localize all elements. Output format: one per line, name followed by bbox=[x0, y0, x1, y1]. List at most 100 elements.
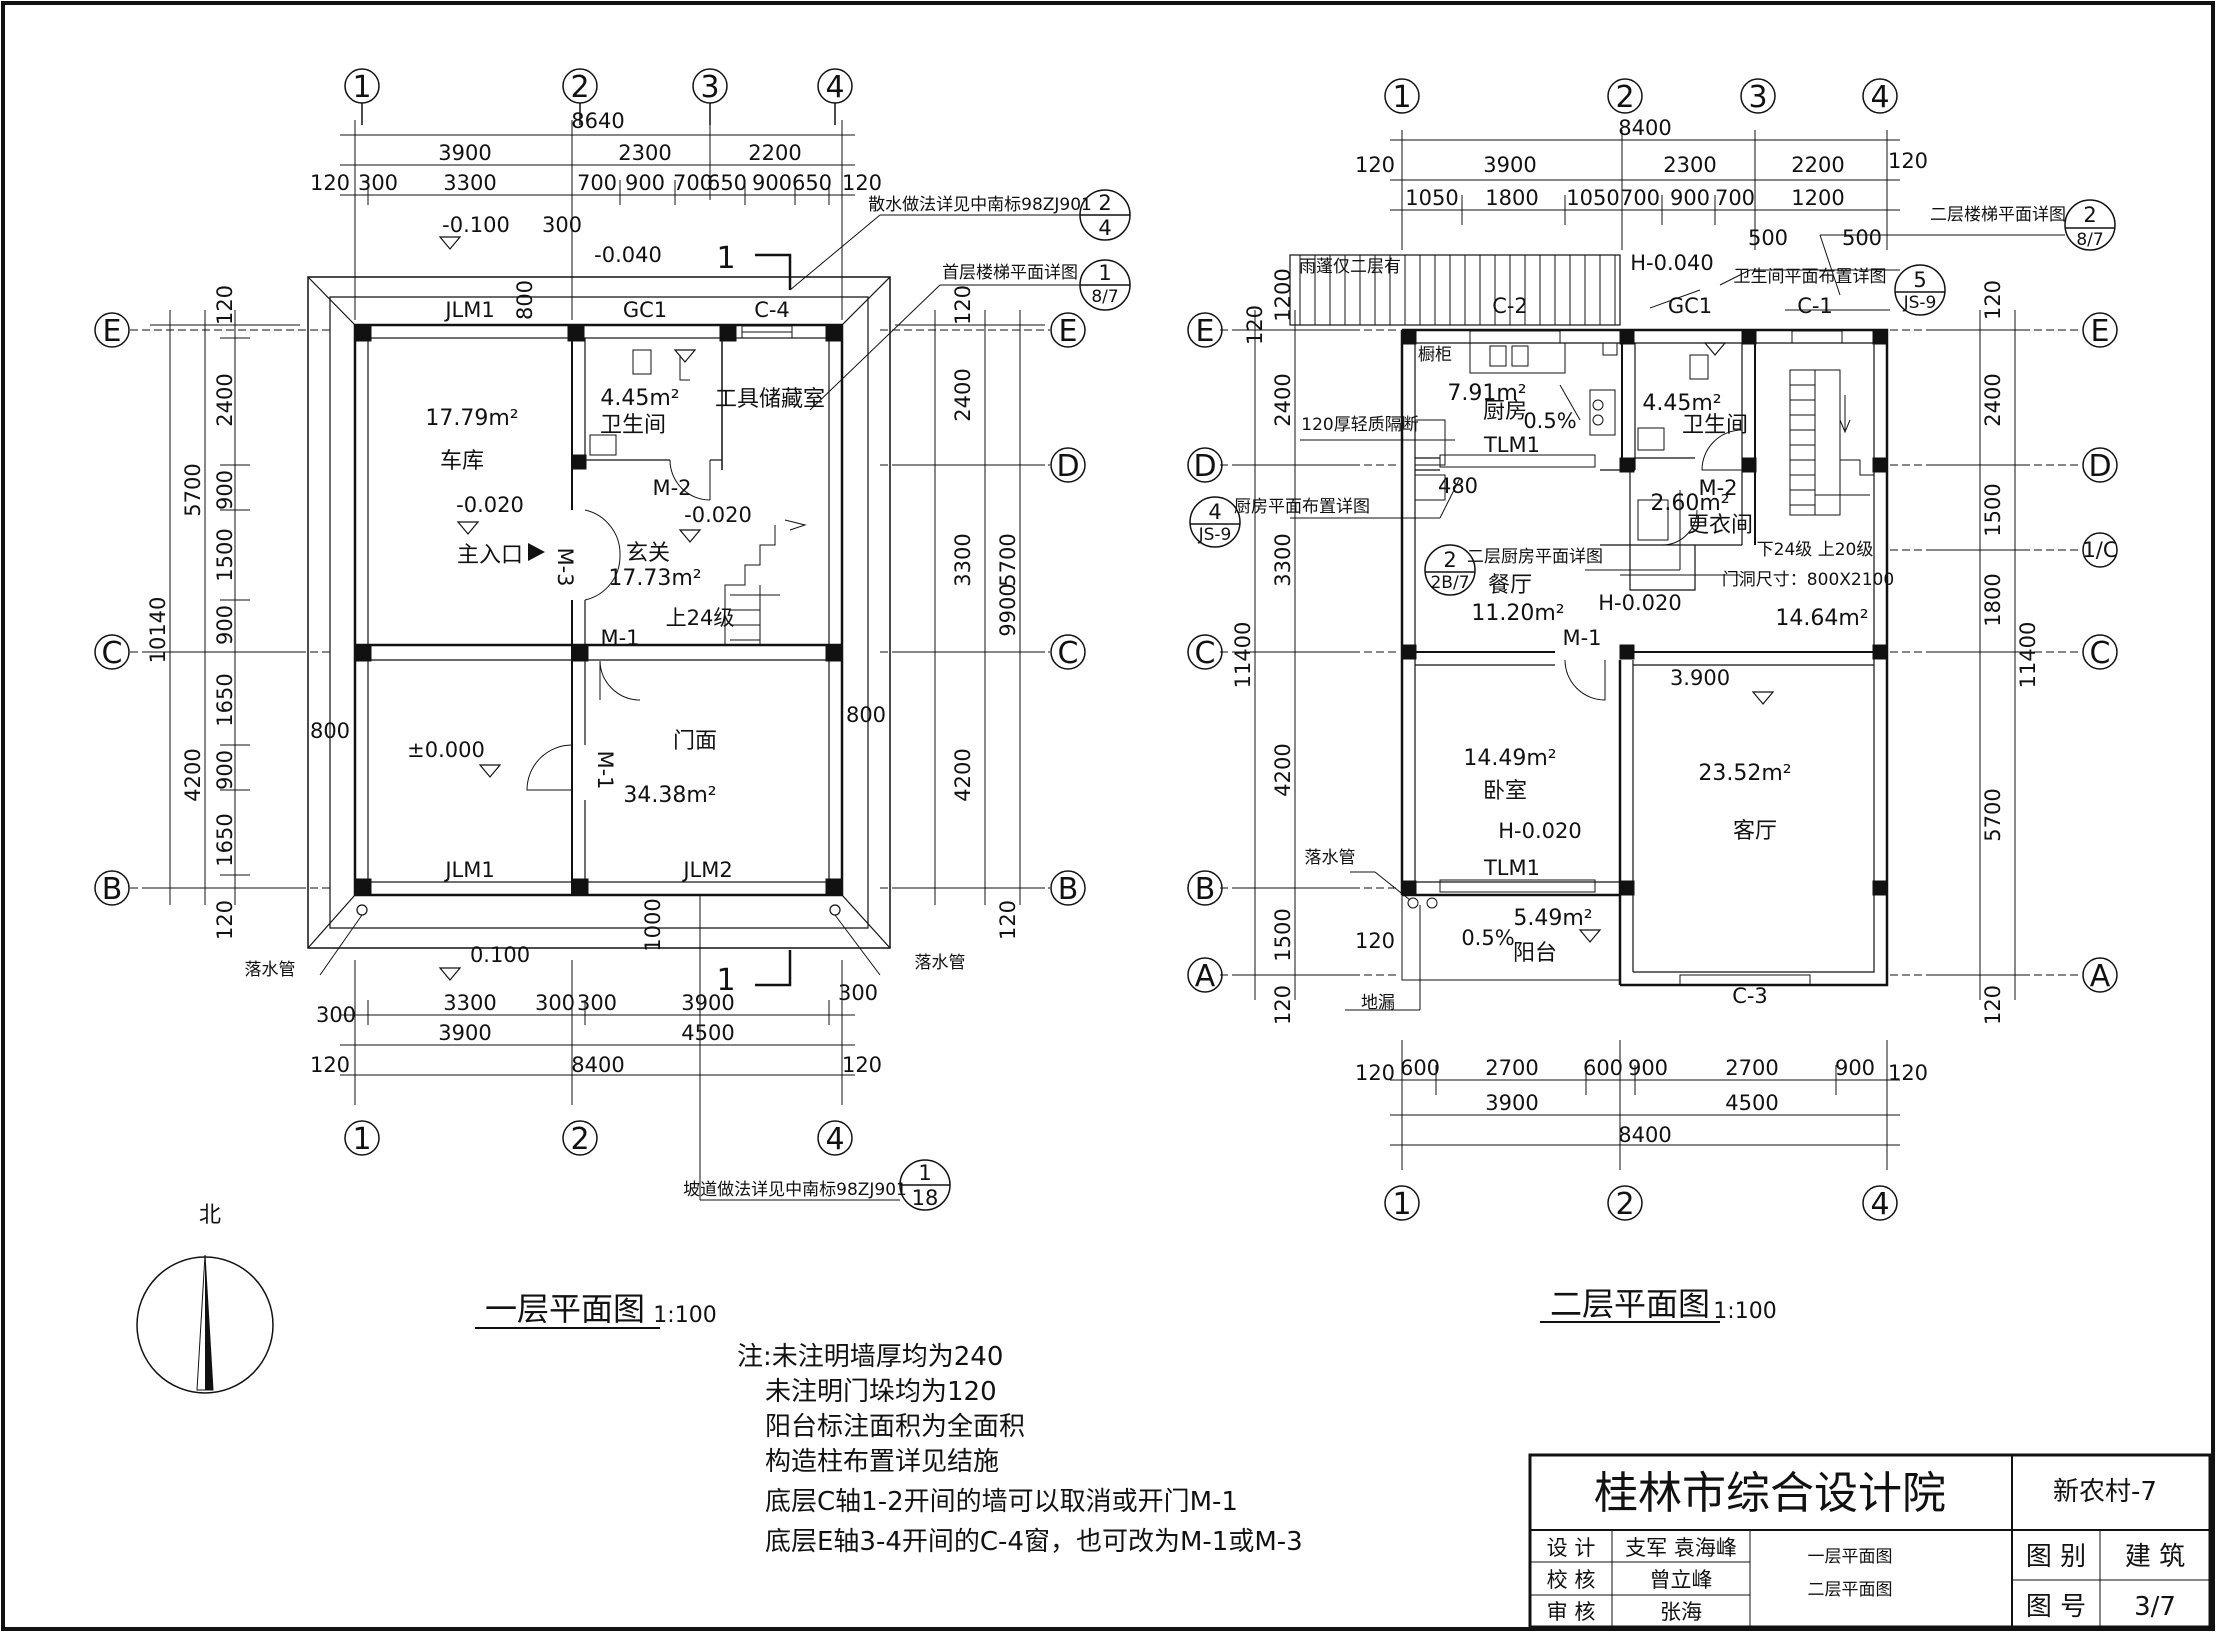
up-axis-right-C: C bbox=[2090, 636, 2111, 671]
up-dim-top-fine: 1200 bbox=[1791, 186, 1844, 210]
ref-top2-n: 1 bbox=[1098, 261, 1111, 285]
dim-right-fine: 120 bbox=[951, 285, 975, 325]
axis-bubble bbox=[344, 1120, 380, 1156]
axis-right-B: B bbox=[1058, 872, 1079, 907]
up-dim-500: 500 bbox=[1748, 226, 1788, 250]
dim-top-fine: 650 bbox=[707, 171, 747, 195]
elev-h020-dining: H-0.020 bbox=[1598, 591, 1682, 615]
up-axis-right-1C: 1/C bbox=[2082, 538, 2117, 562]
dim-top-fine: 900 bbox=[752, 171, 792, 195]
axis-bubble bbox=[1187, 447, 1223, 483]
axis-bubble bbox=[1050, 447, 1086, 483]
elev-top-left: -0.100 bbox=[442, 213, 510, 237]
dim-top-total: 8640 bbox=[571, 109, 624, 133]
foyer-name: 玄关 bbox=[626, 541, 670, 566]
up-dim-left-fine: 1500 bbox=[1271, 908, 1295, 961]
dim-top-fine: 700 bbox=[577, 171, 617, 195]
up-door-m1: M-1 bbox=[1562, 626, 1601, 650]
up-dim-left-fine: 120 bbox=[1271, 985, 1295, 1025]
ref-bath-note: 卫生间平面布置详图 bbox=[1734, 267, 1887, 287]
elev-top-mid: -0.040 bbox=[594, 243, 662, 267]
axis-bubble bbox=[2082, 634, 2118, 670]
reviewer-name: 张海 bbox=[1660, 1600, 1702, 1624]
up-dim-500: 500 bbox=[1842, 226, 1882, 250]
dim-left-fine: 1650 bbox=[213, 673, 237, 726]
dim-left-fine: 1650 bbox=[213, 813, 237, 866]
axis-right-C: C bbox=[1058, 636, 1079, 671]
up-axis-left-A: A bbox=[1195, 959, 1216, 994]
dim-120-balcony: 120 bbox=[1355, 929, 1395, 953]
dim-480: 480 bbox=[1438, 474, 1478, 498]
up-axis-bottom-4: 4 bbox=[1870, 1187, 1889, 1222]
up-axis-top-1: 1 bbox=[1392, 80, 1411, 115]
dim-bottom-end: 120 bbox=[842, 1053, 882, 1077]
axis-bubble bbox=[1050, 312, 1086, 348]
dim-left-fine: 2400 bbox=[213, 373, 237, 426]
up-dim-left-fine: 4200 bbox=[1271, 743, 1295, 796]
up-dim-right-fine: 5700 bbox=[1981, 788, 2005, 841]
stair-area: 14.64m² bbox=[1775, 606, 1868, 631]
balcony-area: 5.49m² bbox=[1513, 906, 1592, 931]
axis-bubble bbox=[94, 634, 130, 670]
canopy-note: 雨蓬仅二层有 bbox=[1299, 257, 1401, 277]
axis-bubble bbox=[1862, 1185, 1898, 1221]
number-value: 3/7 bbox=[2134, 1592, 2176, 1622]
ref-bottom-n: 1 bbox=[918, 1161, 931, 1185]
ref1-n: 2 bbox=[2083, 203, 2096, 227]
axis-bottom-1: 1 bbox=[352, 1122, 371, 1157]
label-jlm1-top: JLM1 bbox=[443, 298, 494, 322]
axis-bubble bbox=[2082, 532, 2118, 568]
up-dim-top-mid: 2300 bbox=[1663, 153, 1716, 177]
elev-top-300: 300 bbox=[542, 213, 582, 237]
garage-name: 车库 bbox=[440, 449, 484, 474]
category-value: 建 筑 bbox=[2125, 1542, 2185, 1572]
dim-bottom-fine: 300 bbox=[838, 981, 878, 1005]
note-line: 注:未注明墙厚均为240 bbox=[737, 1342, 1003, 1372]
up-dim-top-fine: 900 bbox=[1670, 186, 1710, 210]
dim-bottom-end: 120 bbox=[310, 1053, 350, 1077]
up-dim-top-fine: 700 bbox=[1620, 186, 1660, 210]
dim-1000: 1000 bbox=[641, 898, 665, 951]
axis-bubble bbox=[1187, 312, 1223, 348]
label-gc1: GC1 bbox=[623, 298, 667, 322]
up-dim-top-total: 8400 bbox=[1618, 116, 1671, 140]
axis-left-B: B bbox=[102, 872, 123, 907]
up-dim-top-mid: 2200 bbox=[1791, 153, 1844, 177]
dim-bottom-total: 8400 bbox=[571, 1053, 624, 1077]
ref-top1-d: 4 bbox=[1098, 216, 1111, 240]
up-axis-right-A: A bbox=[2090, 959, 2111, 994]
bed-area: 14.49m² bbox=[1463, 746, 1556, 771]
dim-top-fine: 300 bbox=[358, 171, 398, 195]
up-dim-right-total: 11400 bbox=[2016, 622, 2040, 689]
axis-top-3: 3 bbox=[700, 70, 719, 105]
partition-note: 120厚轻质隔断 bbox=[1301, 415, 1418, 435]
up-dim-top-fine: 1050 bbox=[1405, 186, 1458, 210]
axis-bubble bbox=[2082, 447, 2118, 483]
axis-bubble bbox=[2082, 957, 2118, 993]
up-dim-left-fine: 2400 bbox=[1271, 373, 1295, 426]
bed-name: 卧室 bbox=[1483, 779, 1527, 804]
checker-label: 校 核 bbox=[1547, 1568, 1596, 1592]
category-label: 图 别 bbox=[2026, 1542, 2086, 1572]
ref4-d: 2B/7 bbox=[1430, 573, 1469, 593]
up-dim-bottom-mid: 3900 bbox=[1485, 1091, 1538, 1115]
axis-bubble bbox=[1187, 870, 1223, 906]
dim-right-fine: 2400 bbox=[951, 368, 975, 421]
window-c1: C-1 bbox=[1797, 294, 1833, 318]
window-c2: C-2 bbox=[1492, 294, 1528, 318]
up-dim-bottom-fine: 900 bbox=[1628, 1056, 1668, 1080]
up-dim-bottom-fine: 600 bbox=[1400, 1056, 1440, 1080]
up-dim-right-fine: 1500 bbox=[1981, 483, 2005, 536]
dim-left-mid-1: 5700 bbox=[181, 463, 205, 516]
up-bath-area: 4.45m² bbox=[1642, 391, 1721, 416]
axis-bubble bbox=[1384, 1185, 1420, 1221]
up-axis-right-D: D bbox=[2088, 449, 2111, 484]
axis-top-1: 1 bbox=[352, 70, 371, 105]
axis-left-C: C bbox=[102, 636, 123, 671]
leader-top1: 散水做法详见中南标98ZJ901 bbox=[868, 195, 1092, 215]
dim-left-fine: 900 bbox=[213, 750, 237, 790]
axis-bubble bbox=[817, 1120, 853, 1156]
axis-bubble bbox=[1740, 78, 1776, 114]
entrance-label: 主入口 bbox=[457, 543, 523, 568]
